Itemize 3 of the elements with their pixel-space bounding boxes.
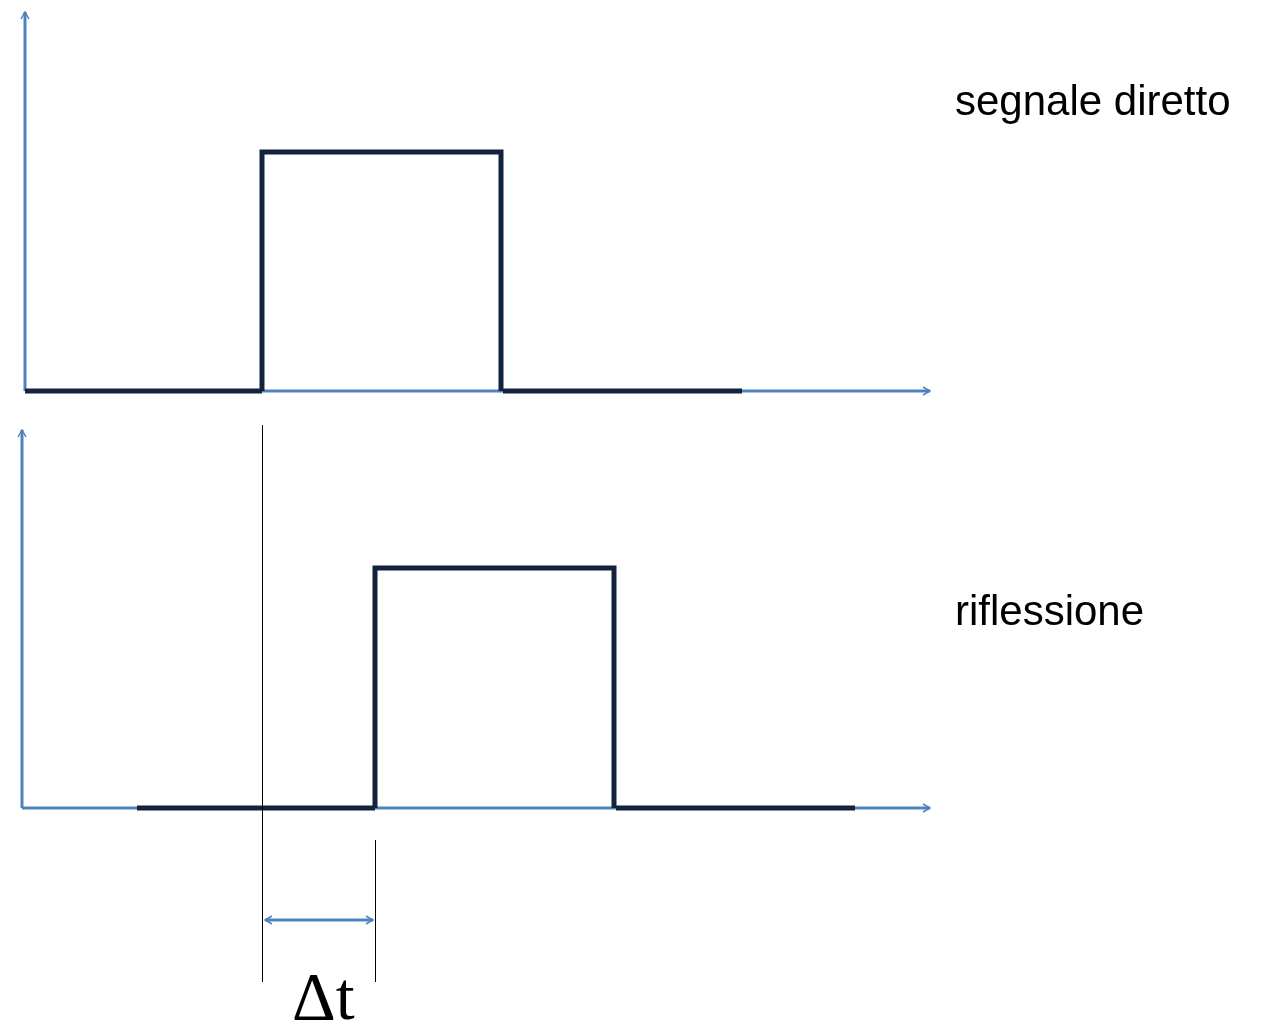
signal-label: segnale diretto bbox=[955, 80, 1231, 122]
signal-label: riflessione bbox=[955, 590, 1145, 632]
dimension-label: Δt bbox=[292, 962, 355, 1030]
